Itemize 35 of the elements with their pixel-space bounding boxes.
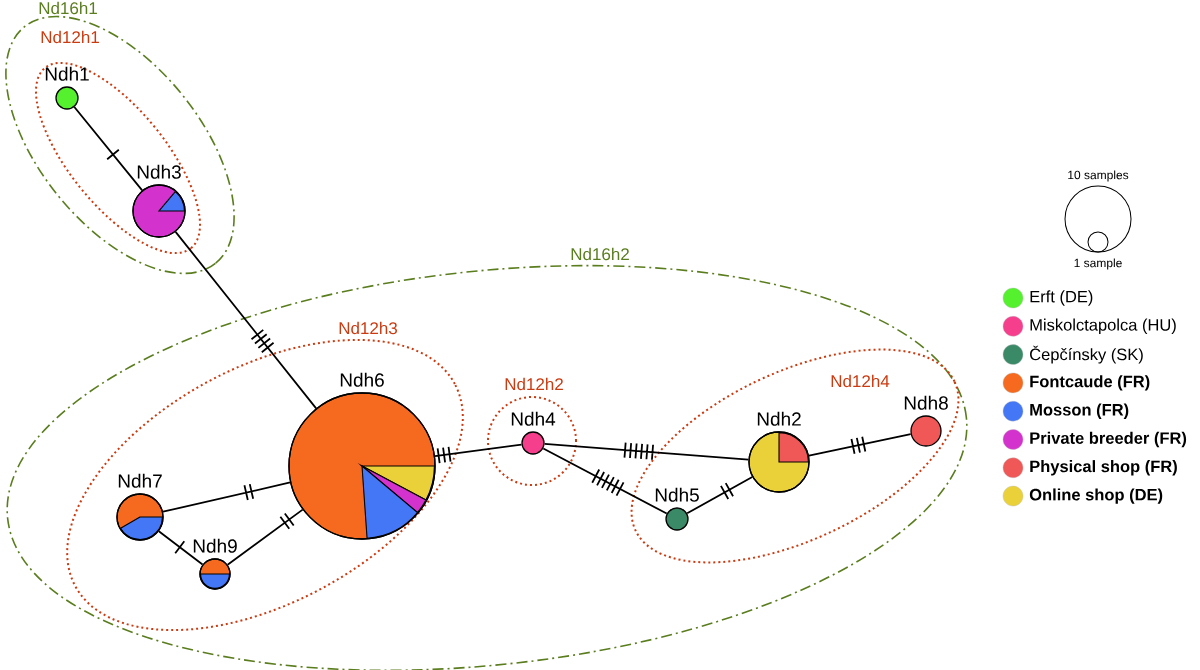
group-label: Nd12h1 bbox=[41, 30, 99, 44]
group-label: Nd12h4 bbox=[831, 374, 890, 388]
group-label: Nd16h1 bbox=[39, 1, 97, 15]
edge-line bbox=[174, 230, 318, 410]
legend-label: Private breeder (FR) bbox=[1030, 431, 1187, 448]
group-label: Nd12h2 bbox=[505, 377, 563, 391]
legend-label: Miskolctapolca (HU) bbox=[1030, 318, 1176, 334]
haplotype-label: Ndh5 bbox=[655, 487, 699, 502]
edge-line bbox=[157, 530, 204, 566]
edge-line bbox=[686, 476, 754, 515]
legend-label: Physical shop (FR) bbox=[1030, 460, 1177, 476]
edge-line bbox=[808, 433, 912, 457]
edge-line bbox=[543, 441, 750, 461]
haplotype-label: Ndh8 bbox=[904, 395, 948, 410]
haplotype-label: Ndh3 bbox=[137, 164, 181, 179]
scale-label: 10 samples bbox=[1068, 170, 1129, 182]
haplotype-label: Ndh1 bbox=[45, 66, 89, 81]
haplotype-label: Ndh4 bbox=[511, 411, 556, 426]
scale-label: 1 sample bbox=[1074, 258, 1122, 270]
group-label: Nd16h2 bbox=[571, 247, 629, 261]
edge-line bbox=[542, 447, 668, 515]
legend-label: Mosson (FR) bbox=[1030, 403, 1129, 419]
legend-label: Erft (DE) bbox=[1030, 290, 1093, 306]
haplotype-label: Ndh9 bbox=[193, 538, 237, 553]
haplotype-label: Ndh7 bbox=[118, 473, 162, 488]
legend-label: Online shop (DE) bbox=[1029, 488, 1163, 504]
edge-line bbox=[162, 481, 292, 513]
haplotype-label: Ndh6 bbox=[340, 372, 384, 387]
edge-line bbox=[434, 443, 523, 465]
edge-line bbox=[73, 106, 144, 192]
edge-line bbox=[226, 508, 304, 566]
legend-label: Fontcaude (FR) bbox=[1030, 375, 1150, 391]
haplotype-label: Ndh2 bbox=[757, 411, 801, 426]
legend-label: Čepčínsky (SK) bbox=[1030, 345, 1143, 364]
group-label: Nd12h3 bbox=[339, 321, 397, 335]
